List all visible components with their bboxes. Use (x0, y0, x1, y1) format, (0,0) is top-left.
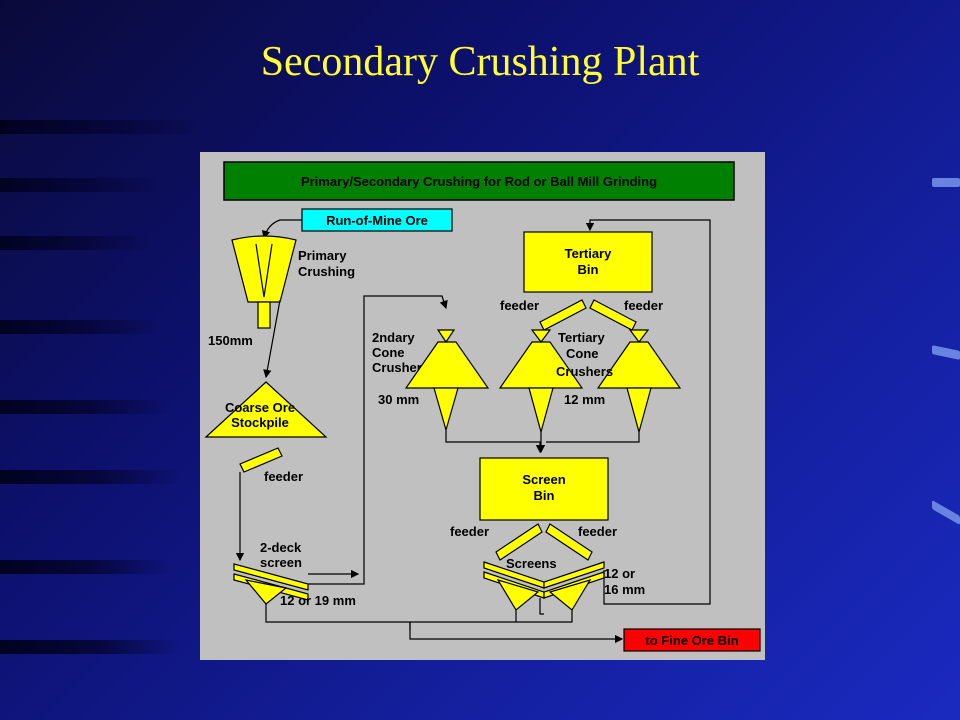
primary-crushing-label: Primary (298, 248, 347, 263)
screen-bin-label: Bin (534, 488, 555, 503)
primary-crusher (231, 235, 297, 303)
background-stripe (0, 640, 180, 654)
background-stripe (0, 120, 200, 134)
flow-line (445, 430, 545, 454)
fine-ore-bin-box (623, 628, 761, 652)
tertiary-crushers-label: Crushers (556, 364, 613, 379)
flow-line (308, 295, 448, 585)
flow-line (261, 219, 302, 240)
run-of-mine-label: Run-of-Mine Ore (326, 213, 428, 228)
stockpile-label: Stockpile (231, 415, 289, 430)
screen-bin (479, 457, 609, 521)
edge-mark (932, 345, 960, 360)
flow-line (546, 432, 640, 443)
slide-title: Secondary Crushing Plant (260, 39, 700, 85)
stockpile-label: Coarse Ore (225, 400, 295, 415)
tertiary-crusher-discharge (626, 387, 652, 435)
size-30-label: 30 mm (378, 392, 419, 407)
primary-crusher-cone (255, 243, 273, 298)
secondary-crusher-label: 2ndary (372, 330, 415, 345)
background-stripe (0, 178, 160, 192)
coarse-ore-stockpile (204, 381, 328, 438)
tertiary-cone-crusher (596, 329, 682, 389)
secondary-crusher-discharge (433, 387, 459, 433)
size-12-or-19-label: 12 or 19 mm (280, 593, 356, 608)
feeder-chute (539, 299, 587, 331)
two-deck-screen (233, 563, 309, 591)
flow-line (603, 570, 711, 605)
feeder-chute (495, 523, 543, 561)
fine-ore-bin-label: to Fine Ore Bin (645, 633, 738, 648)
tertiary-cone-crusher (498, 329, 584, 389)
background-stripe (0, 560, 170, 574)
background-stripe (0, 400, 170, 414)
flow-diagram: Primary/Secondary Crushing for Rod or Ba… (200, 152, 765, 660)
size-12-label: 12 mm (564, 392, 605, 407)
header-box (223, 161, 735, 201)
secondary-crusher-label: Cone (372, 345, 405, 360)
diagram-header: Primary/Secondary Crushing for Rod or Ba… (301, 174, 657, 189)
flow-line (516, 610, 573, 623)
feeder-chute (239, 447, 283, 473)
tertiary-crusher-discharge (528, 387, 554, 435)
screen-bin-label: Screen (522, 472, 565, 487)
tertiary-bin-label: Tertiary (565, 246, 612, 261)
background-stripe (0, 236, 150, 250)
tertiary-bin-label: Bin (578, 262, 599, 277)
flow-line (585, 219, 711, 592)
tertiary-bin (523, 231, 653, 293)
background-stripe (0, 320, 160, 334)
flow-line (409, 622, 624, 644)
feeder-label: feeder (500, 298, 539, 313)
two-deck-screen-label: 2-deck (260, 540, 302, 555)
feeder-label: feeder (264, 469, 303, 484)
edge-mark (932, 178, 960, 187)
background-stripe (0, 470, 180, 484)
screen-hopper (244, 579, 288, 605)
screen-hopper (548, 578, 592, 611)
screen-hopper (496, 578, 540, 611)
size-12-or-16-label: 16 mm (604, 582, 645, 597)
tertiary-crushers-label: Tertiary (558, 330, 605, 345)
screens-label: Screens (506, 556, 557, 571)
flow-line (539, 598, 544, 615)
primary-crusher-spout (257, 301, 271, 329)
feeder-chute (545, 523, 593, 561)
secondary-cone-crusher (404, 329, 490, 389)
primary-size-label: 150mm (208, 333, 253, 348)
edge-mark (932, 499, 960, 526)
size-12-or-16-label: 12 or (604, 566, 635, 581)
secondary-crusher-label: Crusher (372, 360, 422, 375)
flow-line (410, 610, 517, 623)
flow-line (263, 299, 281, 379)
feeder-label: feeder (450, 524, 489, 539)
primary-crushing-label: Crushing (298, 264, 355, 279)
feeder-label: feeder (624, 298, 663, 313)
feeder-label: feeder (578, 524, 617, 539)
tertiary-crushers-label: Cone (566, 346, 599, 361)
screen-deck (543, 561, 605, 589)
two-deck-screen-label: screen (260, 555, 302, 570)
